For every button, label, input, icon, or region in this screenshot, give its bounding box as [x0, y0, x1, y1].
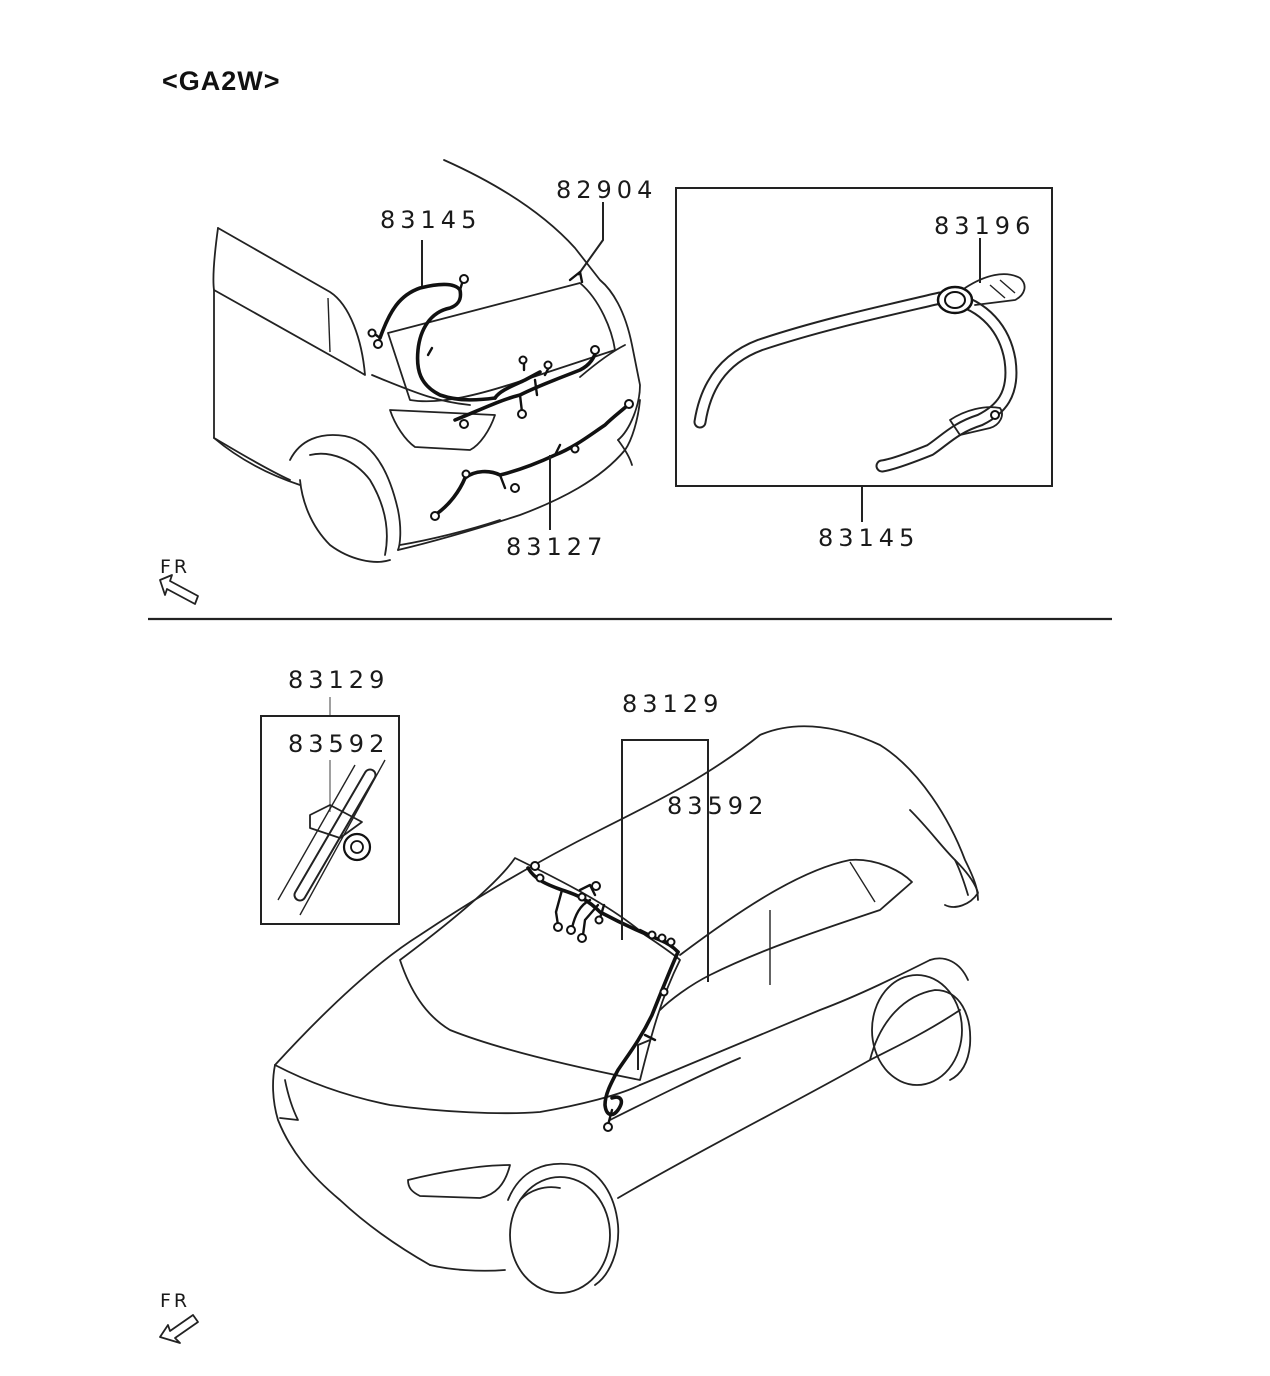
direction-label-bottom: FR [160, 1290, 190, 1312]
part-label-83127: 83127 [506, 533, 607, 561]
part-label-83145-right: 83145 [818, 524, 919, 552]
part-label-82904: 82904 [556, 176, 657, 204]
part-label-83592-right: 83592 [667, 792, 768, 820]
harness-83127 [433, 348, 630, 517]
part-label-83129-right: 83129 [622, 690, 723, 718]
part-label-83145-left: 83145 [380, 206, 481, 234]
connectors-bottom [530, 861, 676, 1132]
part-label-83196: 83196 [934, 212, 1035, 240]
connectors-top [367, 274, 634, 521]
part-label-83592-left: 83592 [288, 730, 389, 758]
leader-83592-right [637, 1039, 651, 1070]
grommet-82904 [568, 270, 584, 284]
front-arrow-top-icon [159, 574, 199, 605]
car-illustration [272, 725, 979, 1294]
part-label-83129-left: 83129 [288, 666, 389, 694]
diagram-title: <GA2W> [162, 66, 281, 96]
leader-82904 [577, 202, 604, 276]
detail-box-83145 [675, 187, 1053, 487]
detail-box-83129 [260, 715, 400, 925]
harness-83145-detail [693, 273, 1026, 473]
leader-83129-right [621, 739, 709, 982]
front-arrow-bottom-icon [159, 1314, 199, 1344]
clip-83592-detail [277, 759, 386, 916]
direction-label-top: FR [160, 556, 190, 578]
harness-83129 [526, 866, 680, 1127]
